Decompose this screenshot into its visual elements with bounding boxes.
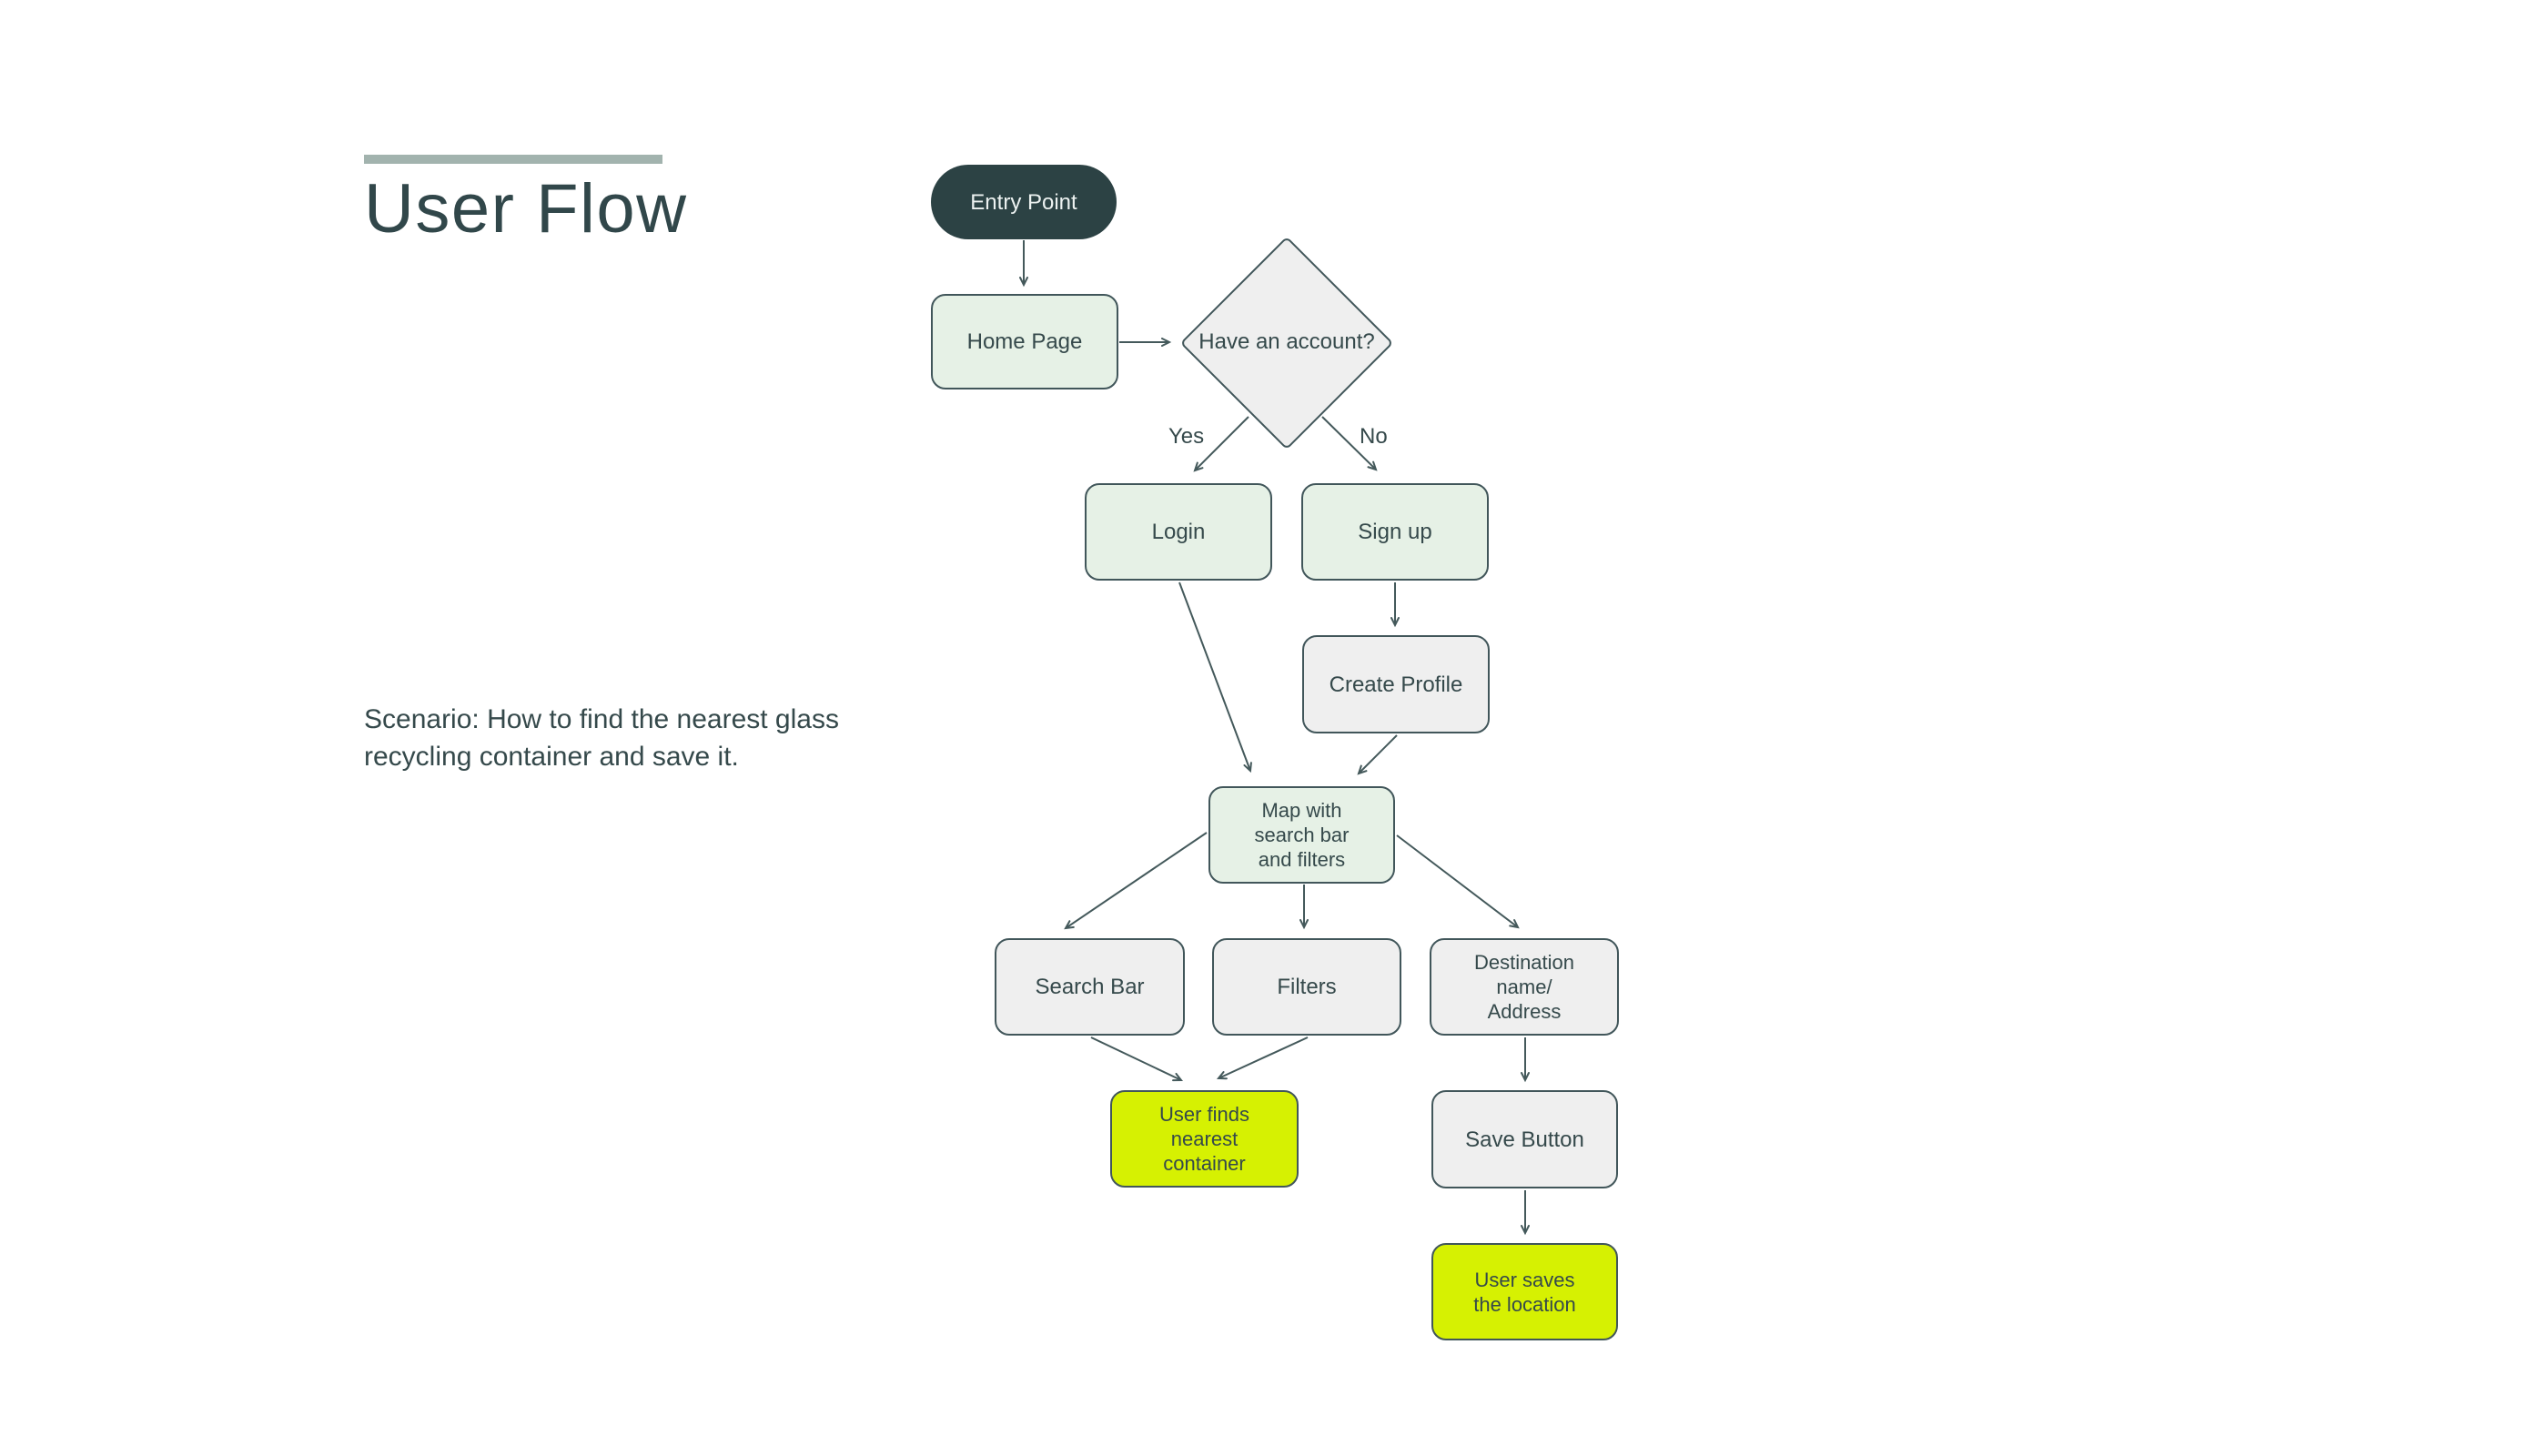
node-save-button: Save Button — [1431, 1090, 1618, 1188]
node-decision-have-account: Have an account? — [1198, 329, 1375, 354]
scenario-text: Scenario: How to find the nearest glass … — [364, 704, 839, 772]
edge-map-to-search-bar — [1064, 832, 1208, 930]
edge-search-bar-to-user-finds — [1090, 1036, 1184, 1082]
node-user-saves-the-location: User saves the location — [1431, 1243, 1618, 1340]
node-search-bar: Search Bar — [995, 938, 1185, 1036]
node-entry-point: Entry Point — [931, 165, 1117, 239]
node-user-finds-nearest-container: User finds nearest container — [1110, 1090, 1299, 1188]
node-destination-name-address: Destination name/ Address — [1430, 938, 1619, 1036]
page-title: User Flow — [364, 170, 688, 248]
node-login: Login — [1085, 483, 1272, 581]
edge-map-to-destination — [1396, 834, 1520, 929]
edge-filters-to-user-finds — [1216, 1036, 1309, 1080]
node-home-page: Home Page — [931, 294, 1118, 389]
edge-create-profile-to-map — [1357, 734, 1398, 775]
title-accent-bar — [364, 155, 662, 164]
node-map-with-search-and-filters: Map with search bar and filters — [1208, 786, 1395, 884]
node-sign-up: Sign up — [1301, 483, 1489, 581]
edge-label-no: No — [1360, 424, 1388, 449]
edge-label-yes: Yes — [1168, 424, 1205, 449]
node-create-profile: Create Profile — [1302, 635, 1490, 733]
node-filters: Filters — [1212, 938, 1401, 1036]
edge-login-to-map — [1178, 581, 1252, 774]
